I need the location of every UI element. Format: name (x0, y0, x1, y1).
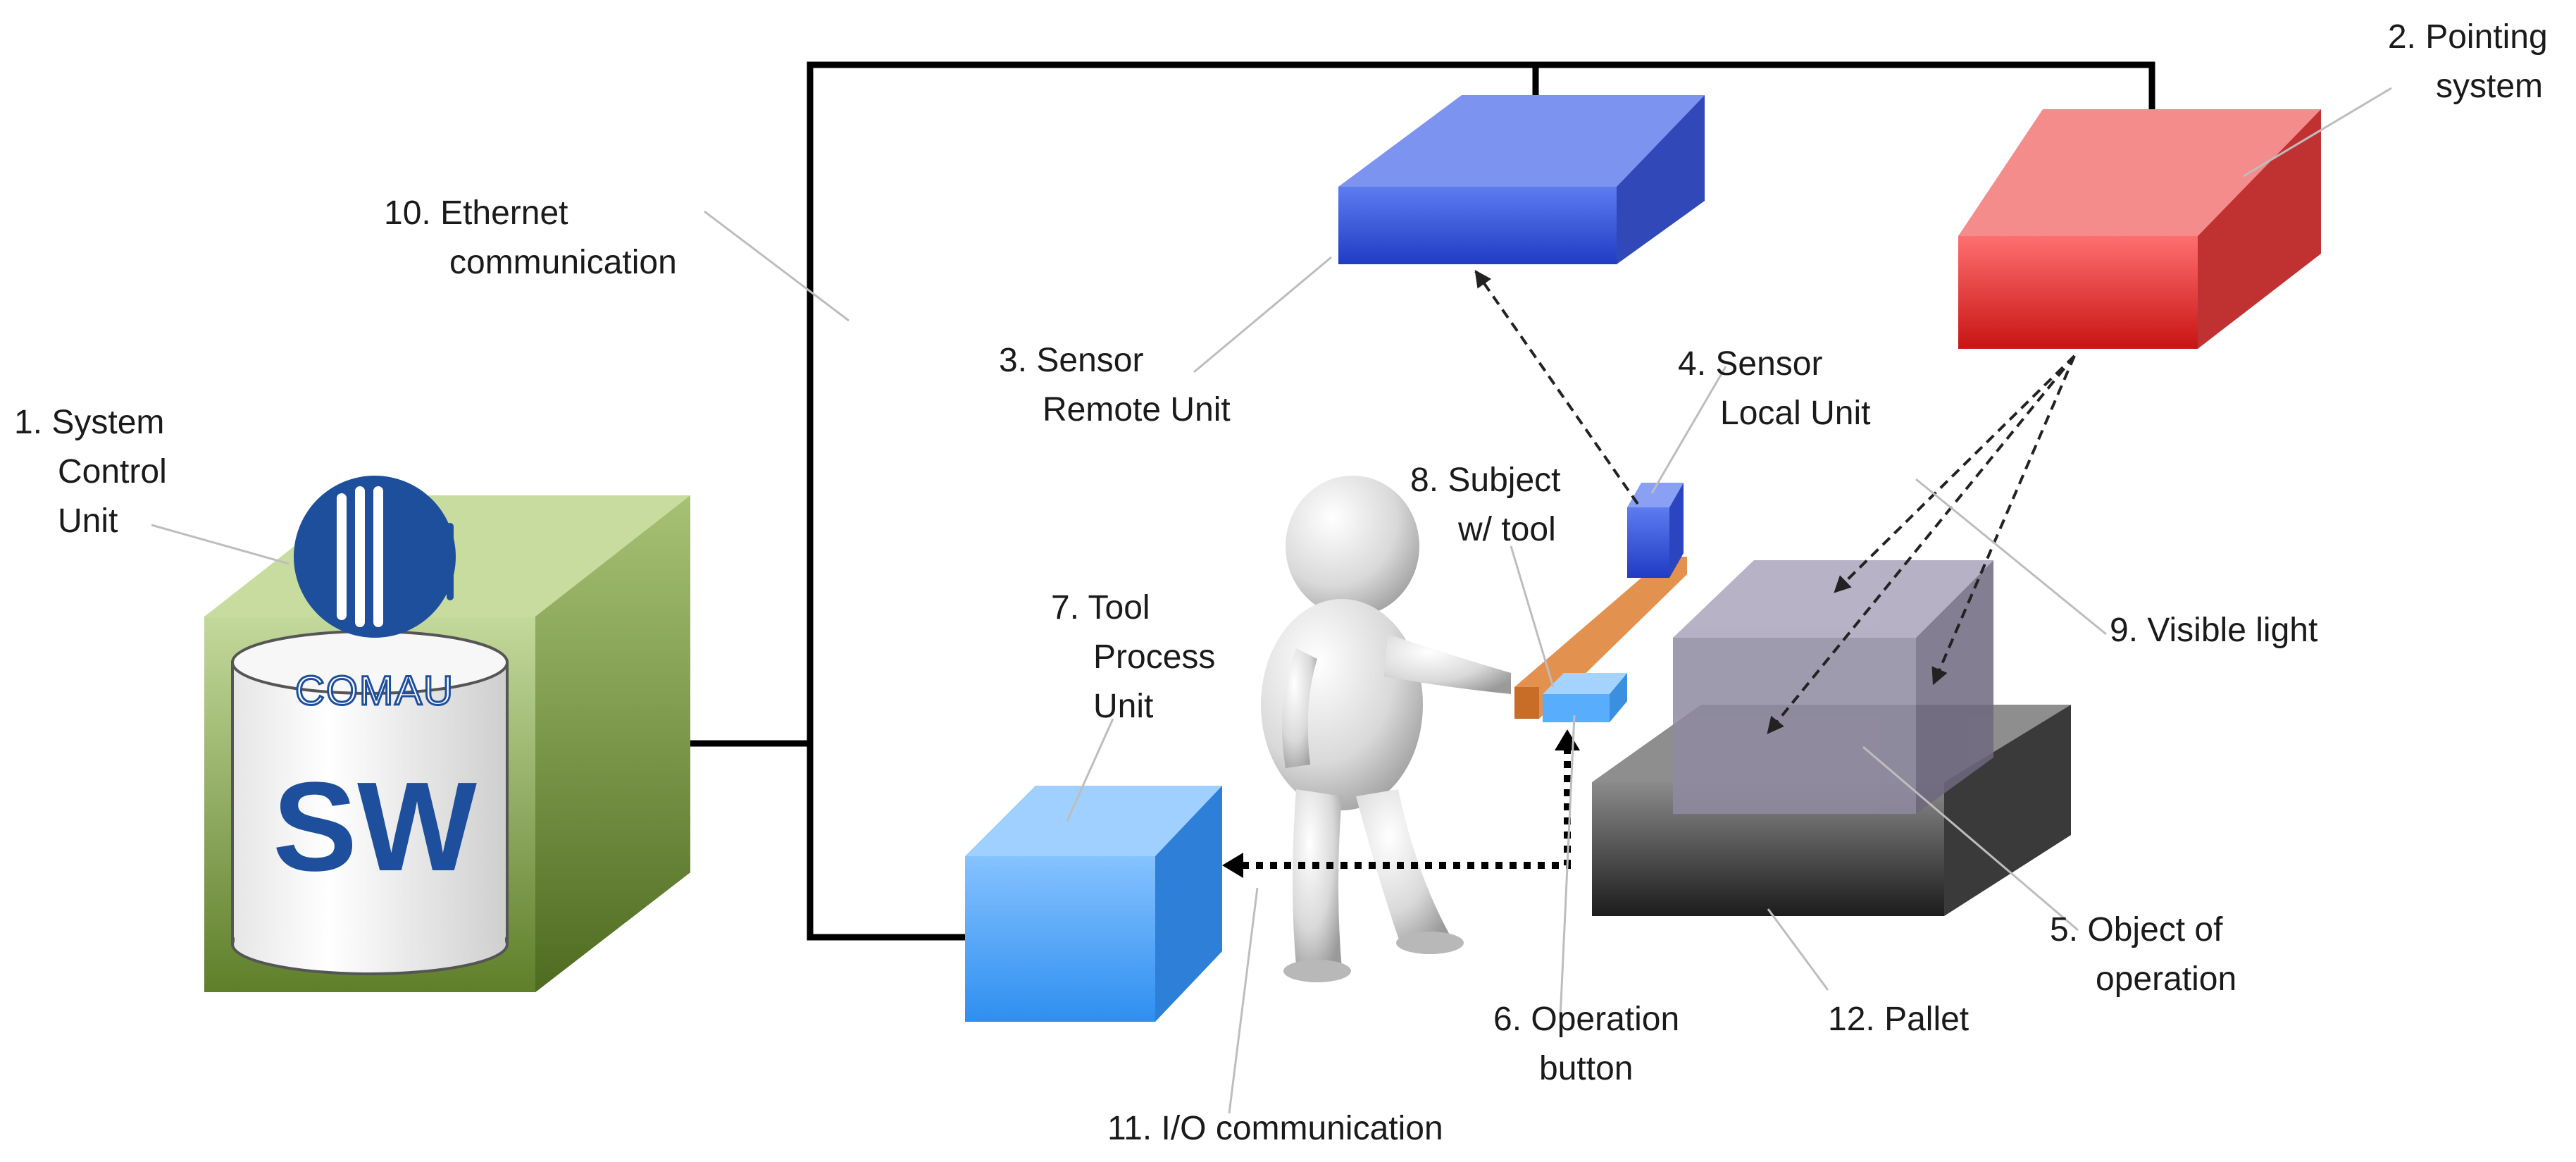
leader-lines (151, 87, 2392, 1114)
label-io-communication: 11. I/O communication (1107, 1110, 1443, 1147)
object-of-operation-box (1673, 560, 1993, 814)
tool-process-unit-box (965, 786, 1222, 1022)
sw-text: SW (273, 756, 477, 898)
sensor-local-unit-box (1627, 483, 1684, 578)
person-figure-icon (1261, 476, 1511, 982)
diagram-labels: 1. System Control Unit 2. Pointing syste… (14, 18, 2557, 1147)
comau-brand-text: COMAU (295, 668, 454, 714)
label-pallet: 12. Pallet (1828, 1001, 1969, 1038)
handheld-tool (1514, 557, 1687, 719)
label-system-control-unit: 1. System Control Unit (14, 404, 176, 540)
sensor-remote-unit-box (1338, 95, 1705, 264)
label-operation-button: 6. Operation button (1493, 1001, 1689, 1087)
pointing-system-box (1958, 109, 2321, 349)
ethernet-lines (630, 61, 2155, 941)
database-cylinder-icon (231, 630, 509, 975)
comau-logo-icon (294, 476, 456, 638)
label-sensor-remote-unit: 3. Sensor Remote Unit (999, 342, 1231, 428)
label-object-of-operation: 5. Object of operation (2050, 911, 2236, 998)
label-sensor-local-unit: 4. Sensor Local Unit (1678, 345, 1870, 432)
label-visible-light: 9. Visible light (2110, 612, 2317, 649)
label-ethernet-communication: 10. Ethernet communication (384, 194, 677, 281)
label-tool-process-unit: 7. Tool Process Unit (1051, 589, 1225, 725)
visible-light-rays (1474, 270, 2076, 734)
label-subject-with-tool: 8. Subject w/ tool (1410, 462, 1570, 548)
label-pointing-system: 2. Pointing system (2388, 18, 2557, 105)
operation-button-box (1543, 673, 1627, 722)
